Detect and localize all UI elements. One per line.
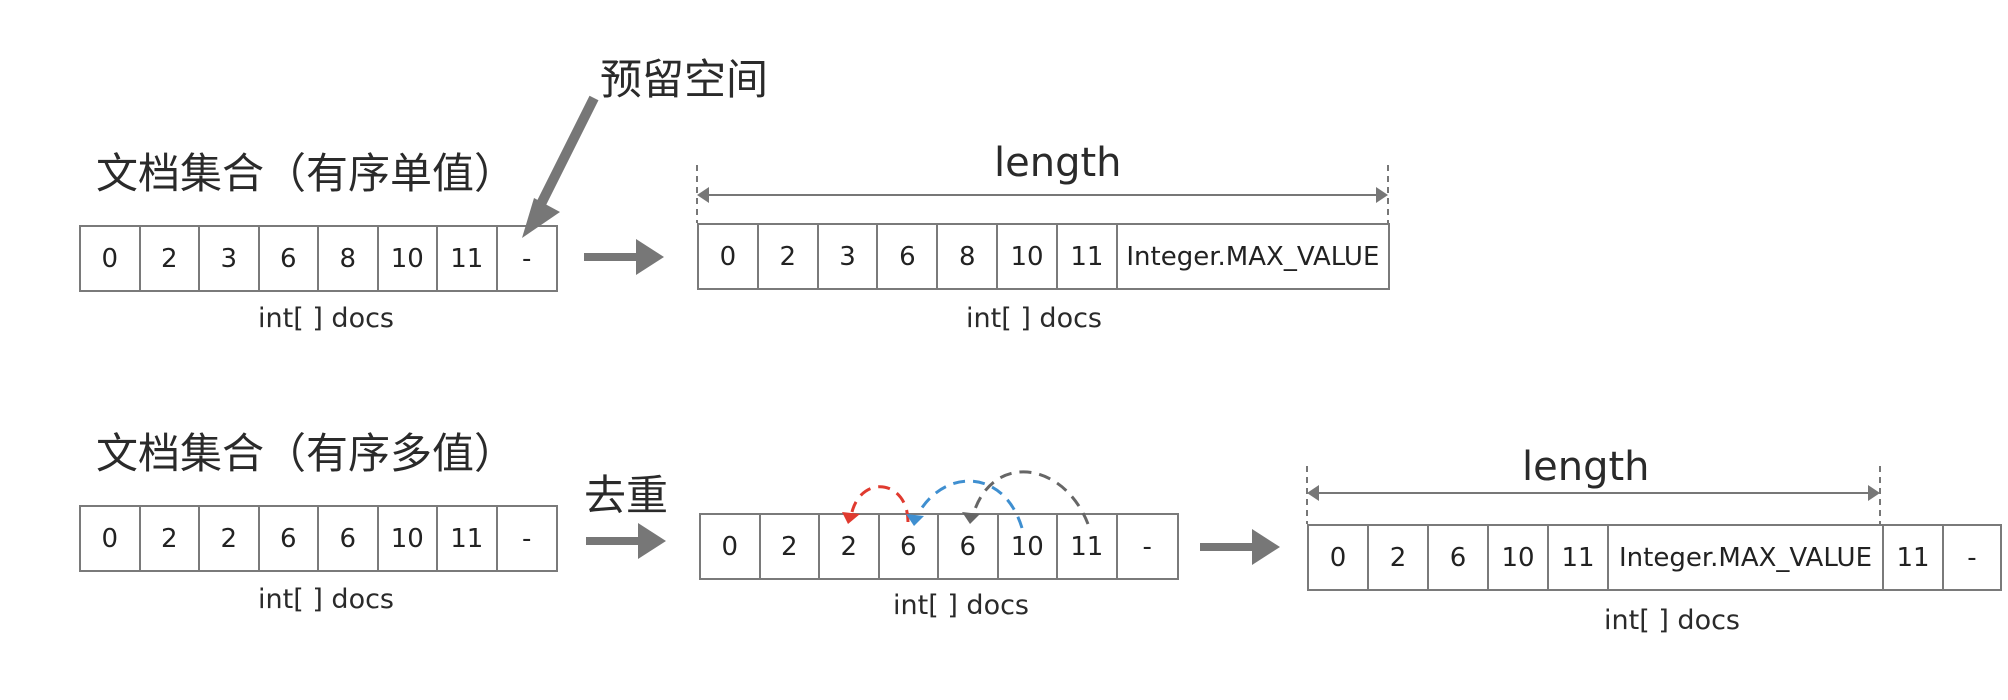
- array-cell: 6: [939, 515, 999, 578]
- array-cell: 2: [141, 227, 200, 290]
- bottom-length-label: length: [1522, 444, 1650, 490]
- array-cell: 0: [699, 225, 759, 288]
- reserved-pointer-arrow: [522, 95, 599, 238]
- top-length-bracket: [696, 165, 1389, 223]
- array-cell: 0: [81, 507, 141, 570]
- bottom-output-array: 0 2 6 10 11 Integer.MAX_VALUE 11 -: [1307, 524, 2002, 591]
- top-length-label: length: [994, 140, 1122, 186]
- dedupe-arc-red: [842, 485, 910, 524]
- right-arrow-top: [584, 239, 664, 275]
- array-cell: 6: [260, 507, 319, 570]
- bottom-middle-caption: int[ ] docs: [893, 590, 1030, 621]
- array-cell: 11: [1058, 225, 1118, 288]
- array-cell: 6: [1429, 526, 1489, 589]
- array-cell: 0: [701, 515, 761, 578]
- top-output-array: 0 2 3 6 8 10 11 Integer.MAX_VALUE: [697, 223, 1390, 290]
- array-cell: -: [1142, 531, 1152, 562]
- right-arrow-dedupe: [586, 523, 666, 559]
- top-title: 文档集合（有序单值）: [96, 149, 517, 198]
- array-cell: 8: [938, 225, 999, 288]
- dedupe-arc-gray: [962, 470, 1090, 525]
- array-cell: 8: [319, 227, 379, 290]
- array-cell: 11: [438, 227, 498, 290]
- top-input-caption: int[ ] docs: [258, 303, 395, 334]
- array-cell: 0: [1309, 526, 1369, 589]
- array-cell: 10: [998, 225, 1058, 288]
- array-cell: 10: [379, 227, 438, 290]
- array-cell-reserved: -: [522, 243, 532, 274]
- reserved-space-label: 预留空间: [600, 55, 769, 104]
- array-cell: 11: [1884, 526, 1944, 589]
- array-cell: 0: [81, 227, 141, 290]
- array-cell: 2: [200, 507, 260, 570]
- array-cell: -: [1967, 542, 1977, 573]
- bottom-title: 文档集合（有序多值）: [96, 429, 517, 478]
- bottom-input-array: 0 2 2 6 6 10 11 -: [79, 505, 558, 572]
- array-cell: 2: [141, 507, 200, 570]
- array-cell: 6: [880, 515, 939, 578]
- array-cell-sentinel: Integer.MAX_VALUE: [1126, 241, 1380, 272]
- array-cell: 6: [319, 507, 379, 570]
- array-cell: 11: [438, 507, 498, 570]
- array-cell: 2: [759, 225, 819, 288]
- array-cell: 2: [820, 515, 880, 578]
- array-cell: 10: [379, 507, 438, 570]
- dedupe-label: 去重: [584, 471, 669, 520]
- top-input-array: 0 2 3 6 8 10 11 -: [79, 225, 558, 292]
- array-cell: 2: [1369, 526, 1429, 589]
- bottom-output-caption: int[ ] docs: [1604, 605, 1741, 636]
- array-cell: 2: [761, 515, 820, 578]
- array-cell: 3: [819, 225, 879, 288]
- array-cell-sentinel: Integer.MAX_VALUE: [1609, 526, 1884, 589]
- array-cell: 11: [1549, 526, 1609, 589]
- top-output-caption: int[ ] docs: [966, 303, 1103, 334]
- right-arrow-bottom: [1200, 529, 1280, 565]
- dedupe-arc-blue: [906, 479, 1024, 529]
- array-cell: -: [522, 523, 532, 554]
- array-cell: 10: [1489, 526, 1549, 589]
- bottom-length-bracket: [1306, 466, 1881, 524]
- bottom-middle-array: 0 2 2 6 6 10 11 -: [699, 513, 1179, 580]
- bottom-input-caption: int[ ] docs: [258, 584, 395, 615]
- array-cell: 6: [260, 227, 319, 290]
- array-cell: 6: [878, 225, 939, 288]
- array-cell: 10: [999, 515, 1058, 578]
- array-cell: 3: [200, 227, 260, 290]
- array-cell: 11: [1058, 515, 1118, 578]
